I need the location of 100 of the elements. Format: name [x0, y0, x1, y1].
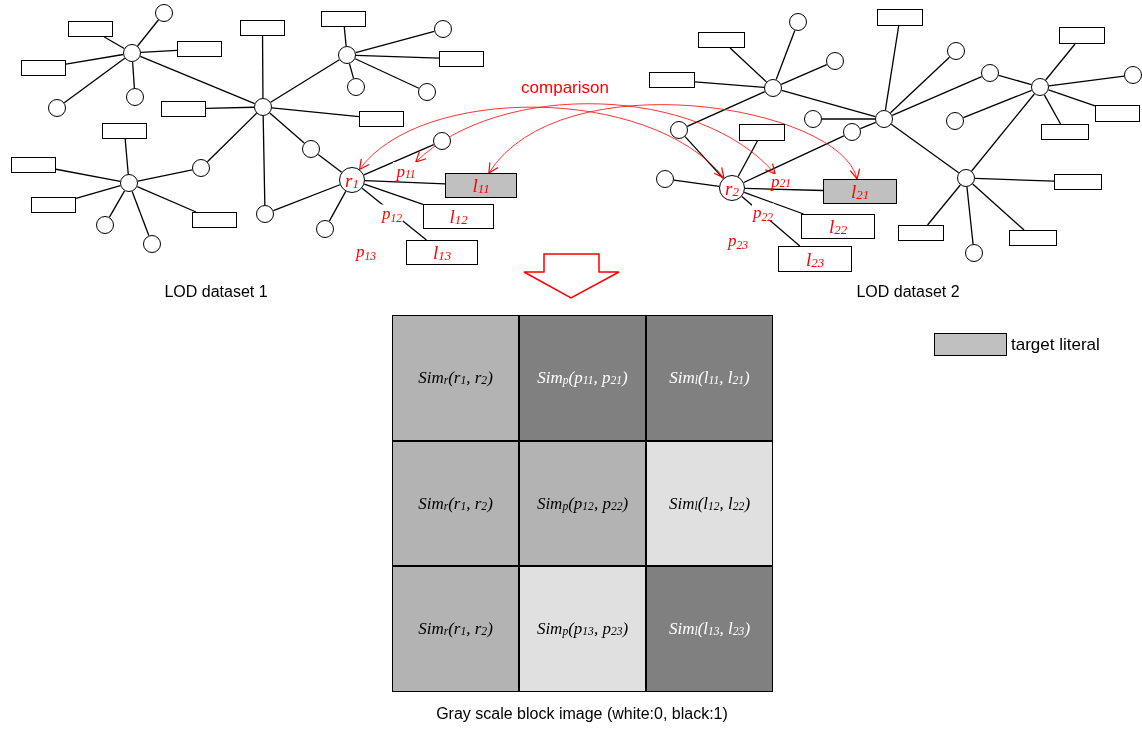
resource-circle	[155, 4, 173, 22]
literal-box: l$_{22}$	[801, 214, 875, 239]
literal-box	[898, 225, 944, 241]
link-line	[317, 153, 343, 173]
resource-circle: r$_{2}$	[719, 175, 745, 201]
link-line	[775, 29, 796, 81]
link-line	[206, 112, 258, 163]
link-line	[363, 143, 435, 176]
property-label: p$_{12}$	[381, 204, 403, 222]
resource-circle	[123, 44, 141, 62]
resource-circle	[126, 88, 144, 106]
link-line	[737, 140, 759, 178]
link-line	[821, 118, 876, 120]
resource-circle	[764, 79, 782, 97]
link-line	[354, 58, 420, 89]
resource-circle	[1031, 78, 1049, 96]
similarity-block: Sim$_{p}$(p$_{13}$, p$_{23}$)	[519, 566, 646, 692]
link-line	[364, 179, 446, 185]
link-line	[781, 89, 876, 118]
literal-box	[11, 157, 56, 173]
resource-circle	[338, 46, 356, 64]
resource-circle	[789, 13, 807, 31]
resource-circle	[347, 78, 365, 96]
literal-box	[1095, 105, 1140, 122]
link-line	[1045, 43, 1076, 81]
link-line	[743, 191, 805, 215]
literal-box	[1054, 174, 1102, 190]
dataset-caption: LOD dataset 1	[164, 283, 268, 301]
resource-circle	[981, 64, 999, 82]
resource-circle	[434, 20, 452, 38]
resource-circle	[192, 159, 210, 177]
link-line	[363, 183, 424, 205]
link-line	[270, 59, 340, 103]
resource-circle	[433, 132, 451, 150]
link-line	[673, 179, 720, 187]
link-line	[55, 168, 121, 182]
link-line	[205, 106, 255, 110]
link-line	[262, 115, 266, 206]
resource-circle	[418, 83, 436, 101]
link-line	[1048, 75, 1125, 87]
resource-circle	[957, 169, 975, 187]
link-line	[271, 107, 360, 118]
link-line	[355, 54, 440, 59]
link-line	[743, 135, 845, 184]
link-line	[140, 49, 178, 54]
similarity-block: Sim$_{l}$(l$_{13}$, l$_{23}$)	[646, 566, 773, 692]
resource-circle	[843, 123, 861, 141]
link-line	[124, 138, 129, 175]
property-label: p$_{22}$	[752, 203, 774, 221]
literal-box	[739, 124, 785, 141]
resource-circle	[947, 42, 965, 60]
link-line	[744, 187, 824, 192]
link-line	[998, 74, 1032, 86]
literal-box	[649, 72, 695, 88]
literal-box	[1009, 230, 1057, 246]
resource-circle	[946, 112, 964, 130]
image-caption: Gray scale block image (white:0, black:1)	[436, 705, 728, 723]
link-line	[966, 186, 974, 245]
resource-circle	[670, 121, 688, 139]
link-line	[131, 61, 136, 89]
literal-box	[68, 21, 113, 37]
resource-circle	[96, 216, 114, 234]
resource-circle	[302, 140, 320, 158]
link-line	[694, 81, 765, 88]
link-line	[137, 169, 193, 182]
link-line	[108, 190, 126, 218]
literal-box	[321, 11, 366, 27]
literal-box	[240, 20, 285, 36]
link-line	[889, 56, 951, 114]
resource-circle	[120, 174, 138, 192]
property-label: p$_{11}$	[393, 162, 419, 181]
link-line	[972, 183, 1025, 231]
link-line	[103, 36, 125, 50]
resource-circle	[254, 98, 272, 116]
link-line	[136, 185, 197, 213]
link-line	[75, 184, 121, 200]
link-line	[139, 55, 256, 105]
resource-circle	[656, 170, 674, 188]
link-line	[261, 35, 264, 99]
literal-box: l$_{23}$	[778, 246, 852, 272]
resource-circle	[256, 205, 274, 223]
link-line	[328, 190, 347, 222]
similarity-block: Sim$_{l}$(l$_{11}$, l$_{21}$)	[646, 315, 773, 441]
comparison-label: comparison	[520, 78, 610, 96]
literal-box	[439, 51, 484, 67]
resource-circle	[143, 235, 161, 253]
resource-circle: r$_{1}$	[339, 167, 365, 193]
link-line	[884, 25, 900, 111]
link-line	[131, 190, 150, 237]
resource-circle	[965, 244, 983, 262]
resource-circle	[316, 220, 334, 238]
literal-box: l$_{11}$	[445, 173, 517, 198]
link-line	[343, 26, 347, 47]
resource-circle	[875, 110, 893, 128]
literal-box	[21, 60, 66, 76]
similarity-block: Sim$_{r}$(r$_{1}$, r$_{2}$)	[392, 566, 519, 692]
link-line	[780, 63, 828, 86]
link-line	[65, 53, 124, 65]
legend-text: target literal	[1011, 335, 1100, 355]
resource-circle	[826, 52, 844, 70]
